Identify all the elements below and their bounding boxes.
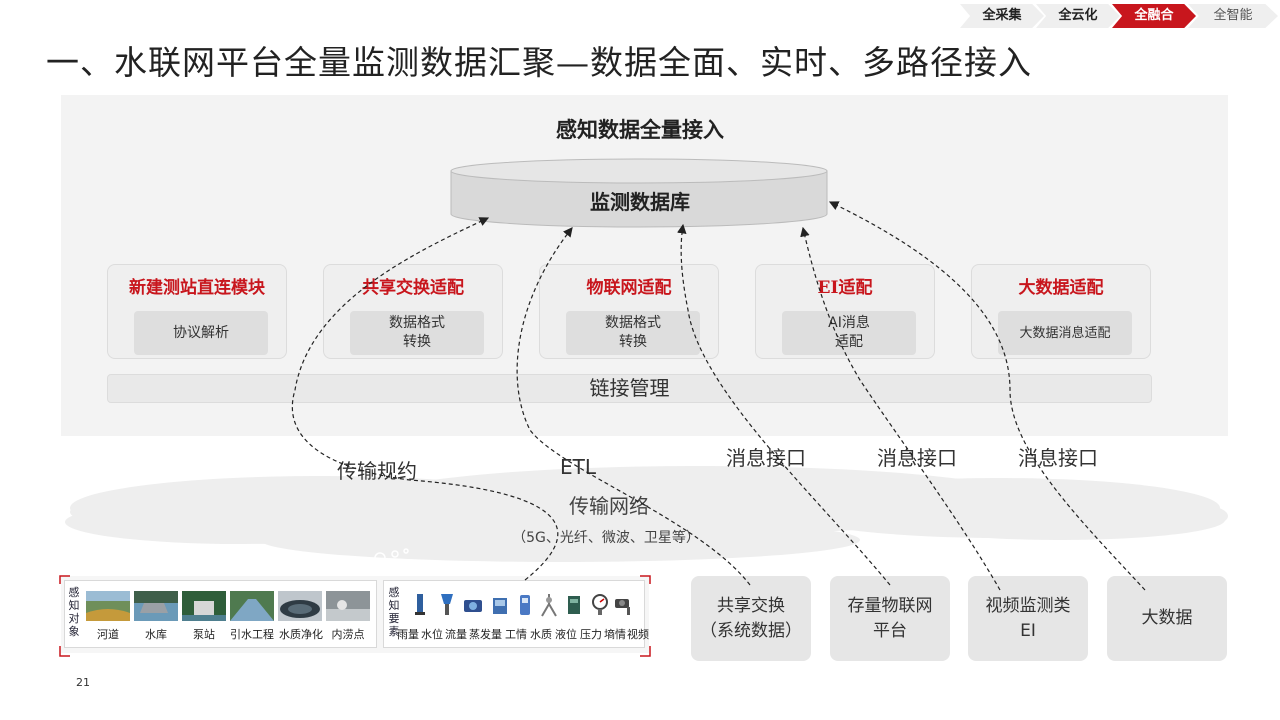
adapter-inner: 大数据消息适配 bbox=[998, 311, 1132, 355]
element-caption: 液位 bbox=[555, 628, 577, 641]
adapter-inner: 数据格式 转换 bbox=[350, 311, 484, 355]
label-message-interface: 消息接口 bbox=[1018, 446, 1098, 470]
object-caption: 河道 bbox=[97, 628, 119, 641]
step-4: 全智能 bbox=[1188, 4, 1278, 28]
adapter-title: EI适配 bbox=[817, 278, 873, 298]
object-caption: 引水工程 bbox=[230, 628, 274, 641]
flow-meter-icon bbox=[464, 600, 482, 612]
adapter-inner: AI消息 适配 bbox=[782, 311, 916, 355]
element-caption: 水位 bbox=[421, 628, 443, 641]
object-caption: 水质净化 bbox=[279, 628, 323, 641]
label-transport-protocol: 传输规约 bbox=[337, 459, 417, 483]
adapter-inner: 数据格式 转换 bbox=[566, 311, 700, 355]
element-caption: 墒情 bbox=[604, 628, 626, 641]
adapter-shared-exchange: 共享交换适配 数据格式 转换 bbox=[323, 264, 503, 359]
adapter-ei: EI适配 AI消息 适配 bbox=[755, 264, 935, 359]
network-subtitle: （5G、光纤、微波、卫星等） bbox=[512, 530, 700, 546]
page-title: 一、水联网平台全量监测数据汇聚—数据全面、实时、多路径接入 bbox=[46, 43, 1032, 82]
adapter-inner: 协议解析 bbox=[134, 311, 268, 355]
element-caption: 工情 bbox=[505, 628, 527, 641]
water-purification-image bbox=[278, 591, 322, 621]
perception-elements-label: 感知要素 bbox=[388, 586, 400, 638]
source-iot-platform: 存量物联网 平台 bbox=[830, 576, 950, 661]
element-caption: 水质 bbox=[530, 628, 552, 641]
adapter-direct: 新建测站直连模块 协议解析 bbox=[107, 264, 287, 359]
waterlogging-image bbox=[326, 591, 370, 621]
liquid-level-sensor-icon bbox=[568, 596, 580, 614]
source-bigdata: 大数据 bbox=[1107, 576, 1227, 661]
label-message-interface: 消息接口 bbox=[726, 446, 806, 470]
object-caption: 内涝点 bbox=[331, 628, 365, 641]
reservoir-image bbox=[134, 591, 178, 621]
work-condition-sensor-icon bbox=[520, 595, 530, 615]
river-image bbox=[86, 591, 130, 621]
element-caption: 蒸发量 bbox=[469, 628, 502, 641]
label-message-interface: 消息接口 bbox=[877, 446, 957, 470]
network-title: 传输网络 bbox=[569, 494, 649, 518]
adapter-bigdata: 大数据适配 大数据消息适配 bbox=[971, 264, 1151, 359]
pressure-gauge-icon bbox=[592, 594, 608, 615]
adapter-iot: 物联网适配 数据格式 转换 bbox=[539, 264, 719, 359]
element-caption: 压力 bbox=[580, 628, 602, 641]
step-1: 全采集 bbox=[960, 4, 1044, 28]
object-caption: 水库 bbox=[145, 628, 167, 641]
page-number: 21 bbox=[76, 676, 90, 689]
water-level-sensor-icon bbox=[441, 594, 453, 615]
panel-title: 感知数据全量接入 bbox=[556, 117, 724, 142]
source-video-ei: 视频监测类 EI bbox=[968, 576, 1088, 661]
perception-objects-label: 感知对象 bbox=[68, 586, 80, 638]
element-caption: 雨量 bbox=[397, 628, 419, 641]
element-caption: 视频 bbox=[627, 628, 649, 641]
water-diversion-image bbox=[230, 591, 274, 621]
object-caption: 泵站 bbox=[193, 628, 215, 641]
link-management-bar: 链接管理 bbox=[107, 374, 1152, 403]
source-shared-exchange: 共享交换 （系统数据） bbox=[691, 576, 811, 661]
adapter-title: 大数据适配 bbox=[1018, 278, 1104, 298]
evaporation-sensor-icon bbox=[493, 598, 507, 614]
element-caption: 流量 bbox=[445, 628, 467, 641]
water-quality-sensor-icon bbox=[541, 594, 557, 617]
adapter-title: 新建测站直连模块 bbox=[129, 278, 265, 298]
step-3-active: 全融合 bbox=[1112, 4, 1196, 28]
database-label: 监测数据库 bbox=[590, 190, 690, 214]
label-etl: ETL bbox=[560, 455, 596, 479]
strip-frame bbox=[59, 575, 651, 657]
video-camera-icon bbox=[615, 599, 630, 615]
step-2: 全云化 bbox=[1036, 4, 1120, 28]
rain-gauge-icon bbox=[415, 594, 425, 615]
adapter-title: 共享交换适配 bbox=[362, 278, 464, 298]
progress-steps: 全采集 全云化 全融合 全智能 bbox=[960, 4, 1278, 30]
pump-station-image bbox=[182, 591, 226, 621]
adapter-title: 物联网适配 bbox=[586, 278, 672, 298]
